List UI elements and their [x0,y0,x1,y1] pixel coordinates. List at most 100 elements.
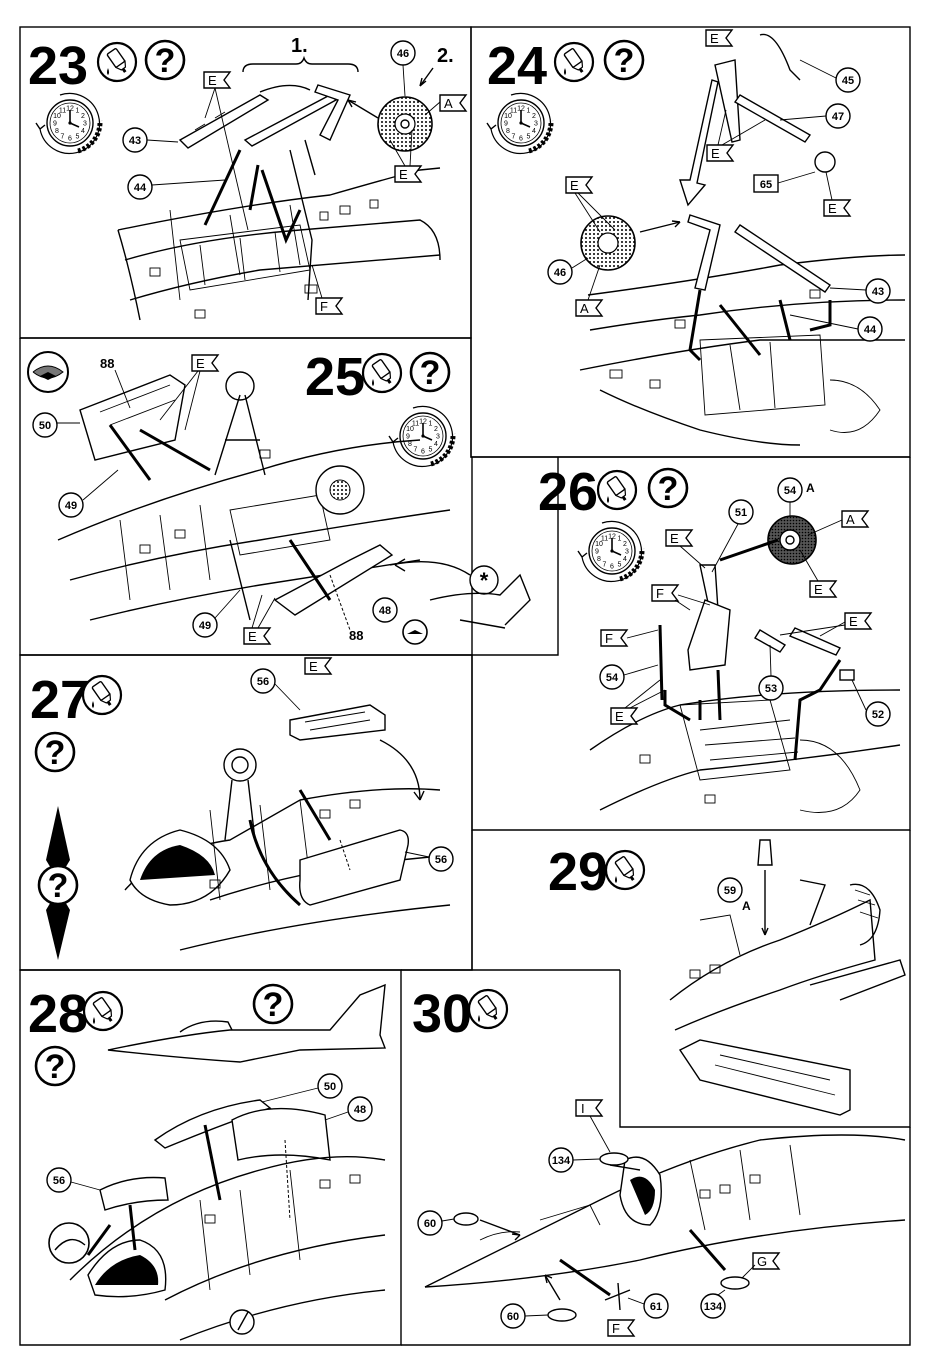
svg-text:E: E [828,201,837,216]
svg-text:88: 88 [100,356,114,371]
flag-e: E [707,145,733,161]
svg-text:48: 48 [354,1104,366,1116]
clock-number: 11 [601,536,608,543]
clock-number: 8 [55,128,59,135]
callout-46: 46 [548,258,588,284]
double-arrow-icon [39,806,77,960]
clock-number: 9 [53,121,57,128]
step-23: 23 121234567891011 1. 2. [28,35,466,320]
svg-text:49: 49 [199,620,211,632]
callout-49b: 49 [193,590,240,637]
step-number: 26 [538,462,598,522]
question-icon [146,41,184,80]
svg-text:51: 51 [735,507,747,519]
svg-text:59: 59 [724,885,736,897]
svg-text:52: 52 [872,709,884,721]
question-icon [605,41,643,80]
callout-56: 56 [47,1168,100,1192]
svg-text:60: 60 [507,1311,519,1323]
clock-number: 7 [61,134,65,141]
clock-number: 11 [412,421,419,428]
svg-text:56: 56 [53,1175,65,1187]
svg-text:E: E [615,709,624,724]
callout-134b: 134 [701,1290,725,1318]
clock-icon: 121234567891011 [36,93,100,153]
flag-e: E [395,166,421,182]
callout-51: 51 [712,500,753,572]
clock-number: 2 [81,113,85,120]
clock-number: 6 [519,136,523,143]
svg-text:F: F [320,299,328,314]
callout-45: 45 [800,60,860,92]
flag-i: I [576,1100,602,1116]
clock-number: 12 [608,534,616,541]
step-28: 28 50 48 56 [28,984,385,1340]
svg-text:A: A [806,481,815,495]
clock-number: 3 [436,434,440,441]
clock-number: 5 [76,134,80,141]
clock-number: 4 [623,556,627,563]
callout-60b: 60 [501,1304,548,1328]
callout-61: 61 [628,1294,668,1318]
svg-text:E: E [710,31,719,46]
svg-text:E: E [814,582,823,597]
svg-text:88: 88 [349,628,363,643]
question-icon [254,985,292,1024]
svg-text:I: I [581,1101,585,1116]
glue-icon [83,676,121,714]
step-24: 24 121234567891011 45 47 65 46 43 44 [487,30,905,445]
clock-number: 6 [610,564,614,571]
clock-number: 9 [595,549,599,556]
svg-text:E: E [849,614,858,629]
flag-e: E [706,30,732,46]
step-29: 29 59A [548,840,905,1115]
callout-54: 54 [600,665,658,689]
svg-text:50: 50 [39,420,51,432]
flag-e: E [845,613,871,629]
flag-a: A [576,300,602,316]
callout-43: 43 [123,128,178,152]
svg-text:E: E [208,73,217,88]
svg-text:56: 56 [435,854,447,866]
callout-56: 56 [251,669,300,710]
callout-59a: 59A [718,878,751,913]
svg-text:A: A [444,96,453,111]
callout-50: 50 [33,413,80,437]
svg-text:47: 47 [832,111,844,123]
callout-60: 60 [418,1211,454,1235]
glue-icon [598,471,636,509]
svg-text:134: 134 [704,1301,723,1313]
clock-number: 2 [434,426,438,433]
callout-46: 46 [391,41,415,96]
step-27: 27 56 56 E [30,658,453,960]
callout-52: 52 [852,680,890,726]
clock-number: 1 [429,421,433,428]
step-number: 25 [305,347,365,407]
flag-f: F [652,585,678,601]
glue-icon [363,354,401,392]
svg-text:45: 45 [842,75,854,87]
clock-number: 12 [419,419,427,426]
paint-scheme-icon [28,352,68,392]
step-25: 25 121234567891011 [28,347,530,644]
clock-number: 4 [532,128,536,135]
svg-text:*: * [480,568,489,593]
step-number: 30 [412,984,472,1044]
clock-number: 8 [597,556,601,563]
svg-text:F: F [656,586,664,601]
callout-53: 53 [759,645,783,700]
question-icon [649,469,687,508]
step-number: 28 [28,984,88,1044]
clock-number: 12 [517,106,525,113]
flag-e: E [204,72,230,88]
svg-text:43: 43 [129,135,141,147]
flag-e: E [810,581,836,597]
flag-e: E [611,708,637,724]
flag-a: A [440,95,466,111]
clock-number: 5 [429,447,433,454]
clock-number: 6 [68,136,72,143]
svg-text:43: 43 [872,286,884,298]
question-icon [36,1047,74,1086]
svg-text:44: 44 [134,182,147,194]
